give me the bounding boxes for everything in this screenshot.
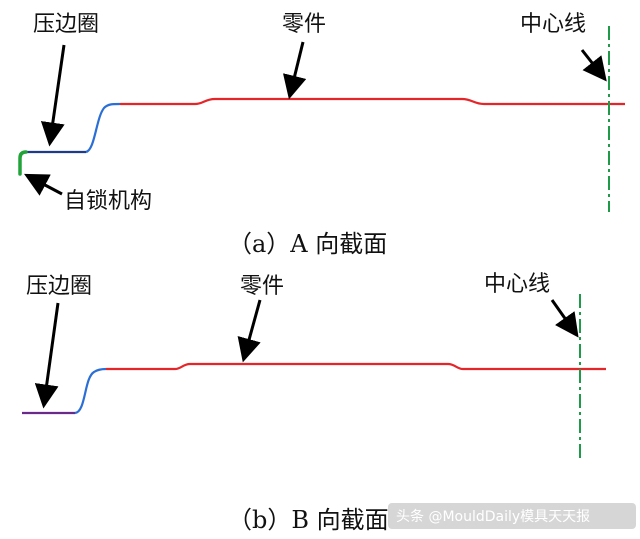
part-profile-b (106, 362, 606, 371)
panel-a: 压边圈 零件 中心线 自锁机构 （a）A 向截面 (18, 12, 625, 258)
center-line-label-b: 中心线 (484, 272, 550, 297)
part-arrow-b (237, 299, 262, 363)
part-arrow-a (282, 41, 307, 100)
self-lock-label: 自锁机构 (64, 189, 152, 214)
fillet-profile-b (74, 367, 107, 415)
center-line-arrow-b (550, 299, 579, 338)
watermark-text: 头条 @MouldDaily模具天天报 (396, 508, 590, 525)
caption-b: （b）B 向截面 (228, 506, 389, 534)
self-lock-profile (18, 150, 28, 176)
blank-holder-label-b: 压边圈 (26, 274, 92, 299)
center-line-label-a: 中心线 (520, 12, 586, 37)
center-line-arrow-a (580, 49, 607, 82)
self-lock-arrow (24, 173, 63, 196)
caption-a: （a）A 向截面 (228, 230, 387, 258)
part-profile-a (120, 97, 625, 106)
blank-holder-arrow-b (34, 302, 60, 409)
panel-b: 压边圈 零件 中心线 （b）B 向截面 (22, 272, 606, 534)
fillet-profile-a (85, 102, 121, 154)
blank-holder-arrow-a (40, 44, 66, 147)
part-label-b: 零件 (240, 274, 284, 299)
blank-holder-label-a: 压边圈 (33, 12, 99, 37)
part-label-a: 零件 (282, 12, 326, 37)
watermark: 头条 @MouldDaily模具天天报 (388, 503, 636, 529)
